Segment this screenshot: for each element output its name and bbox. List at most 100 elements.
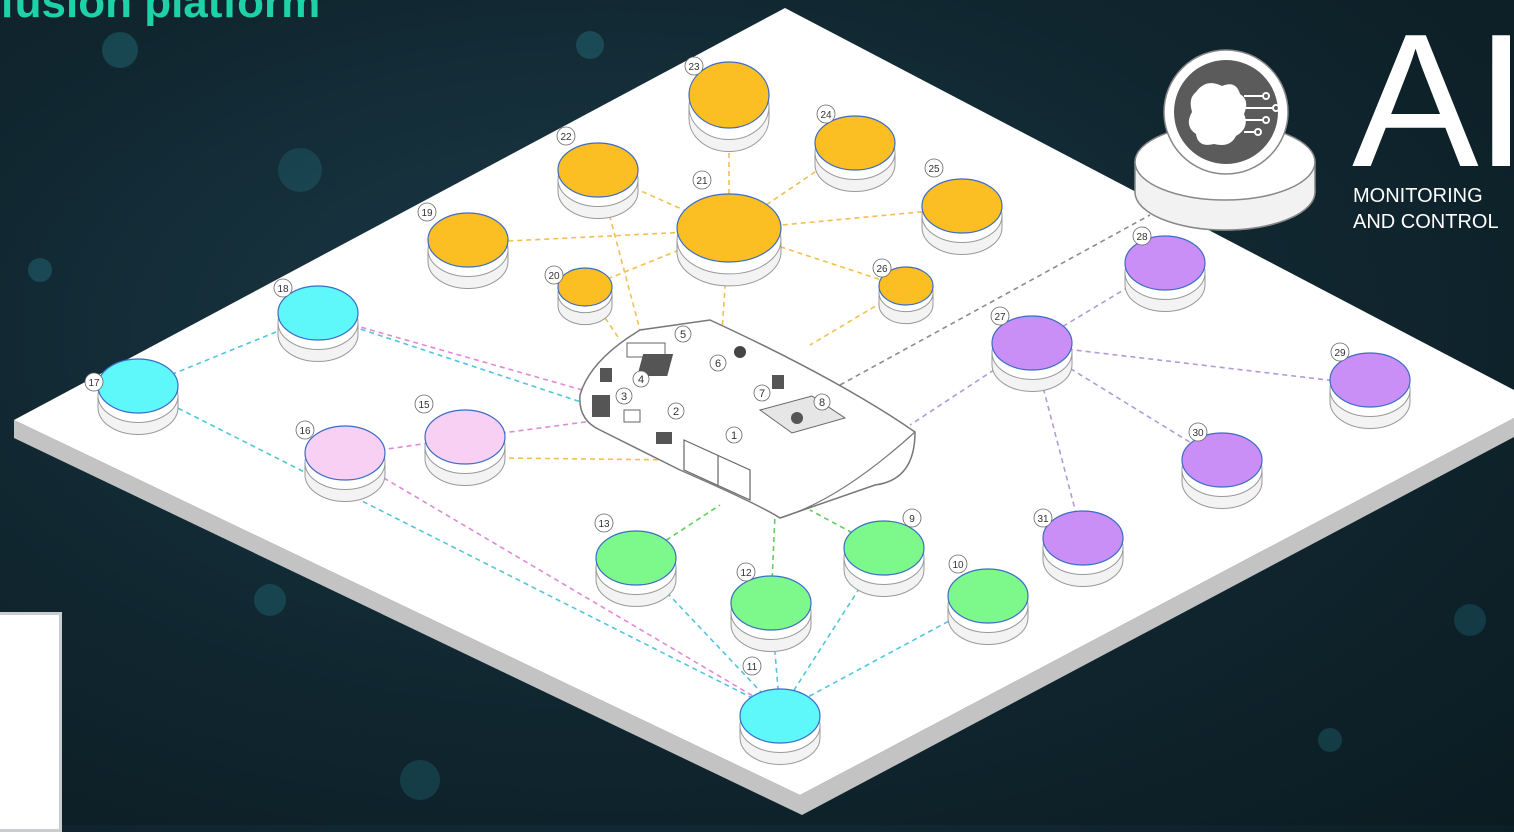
device-node-19: 19 [417,202,509,289]
node-top [843,520,925,576]
node-top [739,688,821,744]
device-nodes: 9101112131516171819202122232425262728293… [84,56,1411,765]
node-label-badge [414,394,434,414]
node-label: 25 [928,164,940,175]
hub-label-8: 8 [819,397,825,409]
device-node-17: 17 [84,358,179,435]
node-label-badge [816,104,836,124]
node-label-badge [684,56,704,76]
node-top [814,115,896,171]
central-hub: 1 2 3 4 5 6 7 8 [579,319,916,519]
node-label: 24 [820,110,832,121]
ai-logo-text: AI [1352,0,1514,207]
node-label: 17 [88,378,100,389]
node-label: 27 [994,312,1006,323]
node-top [1042,510,1124,566]
node-top [277,285,359,341]
node-label-badge [990,306,1010,326]
node-label: 11 [747,662,758,673]
node-top [991,315,1073,371]
device-node-22: 22 [556,126,639,219]
page-title: fusion platform [0,0,321,27]
node-label-badge [1188,422,1208,442]
node-label-badge [417,202,437,222]
device-node-26: 26 [872,258,934,325]
node-label: 30 [1192,428,1204,439]
node-top [557,142,639,198]
node-label-badge [273,278,293,298]
node-label: 15 [418,400,430,411]
device-node-9: 9 [843,508,925,597]
node-top [676,193,782,263]
hub-label-1: 1 [731,430,737,442]
node-top [304,425,386,481]
ai-subtitle-line-2: AND CONTROL [1353,211,1499,233]
device-node-15: 15 [414,394,506,486]
node-top [1181,432,1263,488]
device-node-27: 27 [990,306,1073,392]
node-top [947,568,1029,624]
device-node-16: 16 [295,420,386,502]
hub-label-6: 6 [715,358,721,370]
background-particles [28,31,1486,800]
node-label: 19 [421,208,433,219]
node-label: 28 [1136,232,1148,243]
node-top [557,267,613,307]
node-label: 26 [876,264,888,275]
node-label-badge [1132,226,1152,246]
node-label: 18 [277,284,289,295]
device-node-29: 29 [1329,342,1411,429]
node-top [427,212,509,268]
device-node-10: 10 [947,554,1029,645]
node-label-badge [742,656,762,676]
node-label-badge [594,513,614,533]
node-label: 12 [740,568,752,579]
device-node-21: 21 [676,170,782,287]
node-label-badge [948,554,968,574]
node-label: 13 [598,519,610,530]
device-node-20: 20 [544,265,613,326]
node-label-badge [872,258,892,278]
node-label: 22 [560,132,572,143]
node-top [878,266,934,306]
device-node-18: 18 [273,278,359,362]
node-top [424,409,506,465]
node-label-badge [902,508,922,528]
device-node-31: 31 [1033,508,1124,587]
node-label-badge [556,126,576,146]
node-label: 10 [952,560,964,571]
node-label: 31 [1037,514,1049,525]
node-label-badge [924,158,944,178]
node-top [1329,352,1411,408]
hub-label-7: 7 [759,388,765,400]
node-label-badge [544,265,564,285]
node-top [921,178,1003,234]
node-label: 16 [299,426,311,437]
node-label: 21 [696,176,708,187]
node-top [730,575,812,631]
node-top [1124,235,1206,291]
node-label: 29 [1334,348,1346,359]
node-label: 23 [688,62,700,73]
node-label: 9 [909,514,915,525]
node-top [688,61,770,129]
hub-label-2: 2 [673,406,679,418]
node-label-badge [692,170,712,190]
device-node-11: 11 [739,656,821,765]
ai-monitoring-pod [1134,49,1316,231]
node-label-badge [736,562,756,582]
device-node-25: 25 [921,158,1003,255]
hub-label-4: 4 [638,374,644,386]
side-panel [0,612,62,832]
node-top [595,530,677,586]
device-node-12: 12 [730,562,812,652]
node-label-badge [1033,508,1053,528]
device-node-28: 28 [1124,226,1206,312]
hub-label-3: 3 [621,391,627,403]
node-label-badge [1330,342,1350,362]
node-label-badge [295,420,315,440]
device-node-23: 23 [684,56,770,153]
node-label: 20 [548,271,560,282]
node-top [97,358,179,414]
